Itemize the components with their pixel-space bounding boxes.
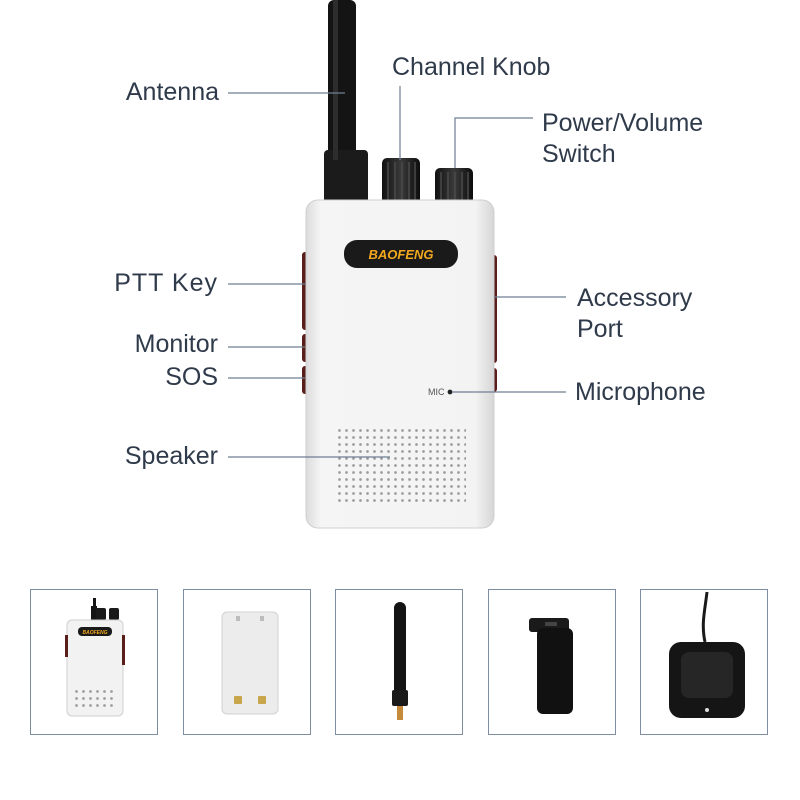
battery-pack-icon bbox=[221, 611, 279, 715]
mic-hole bbox=[447, 389, 453, 395]
callout-accessory-port: Accessory Port bbox=[577, 284, 693, 343]
speaker-grille bbox=[336, 428, 466, 502]
radio-unit-icon: BAOFENG bbox=[65, 598, 125, 717]
callout-sos: SOS bbox=[165, 363, 218, 391]
callout-microphone: Microphone bbox=[575, 378, 706, 406]
callout-speaker: Speaker bbox=[124, 442, 218, 470]
antenna-part bbox=[324, 0, 368, 205]
belt-clip-icon bbox=[529, 618, 573, 714]
package-item-belt-clip bbox=[488, 589, 616, 735]
callout-channel-knob: Channel Knob bbox=[392, 53, 551, 81]
charging-dock-icon bbox=[669, 591, 745, 718]
callout-power-volume-switch: Power/Volume Switch bbox=[542, 109, 704, 168]
mic-marking: MIC bbox=[428, 387, 445, 397]
callout-monitor: Monitor bbox=[134, 330, 218, 358]
channel-knob-part bbox=[382, 158, 420, 204]
callout-antenna: Antenna bbox=[125, 78, 219, 106]
leader-lines bbox=[228, 86, 566, 458]
thumb-logo-text: BAOFENG bbox=[83, 630, 108, 636]
package-item-charging-dock bbox=[640, 589, 768, 735]
package-item-radio: BAOFENG bbox=[30, 589, 158, 735]
package-item-battery bbox=[183, 589, 311, 735]
package-item-antenna bbox=[335, 589, 463, 735]
power-volume-knob-part bbox=[435, 168, 473, 204]
brand-logo-text: BAOFENG bbox=[369, 247, 434, 262]
callout-ptt-key: PTT Key bbox=[114, 269, 218, 297]
antenna-icon bbox=[392, 602, 408, 720]
brand-logo-badge: BAOFENG bbox=[344, 240, 458, 268]
